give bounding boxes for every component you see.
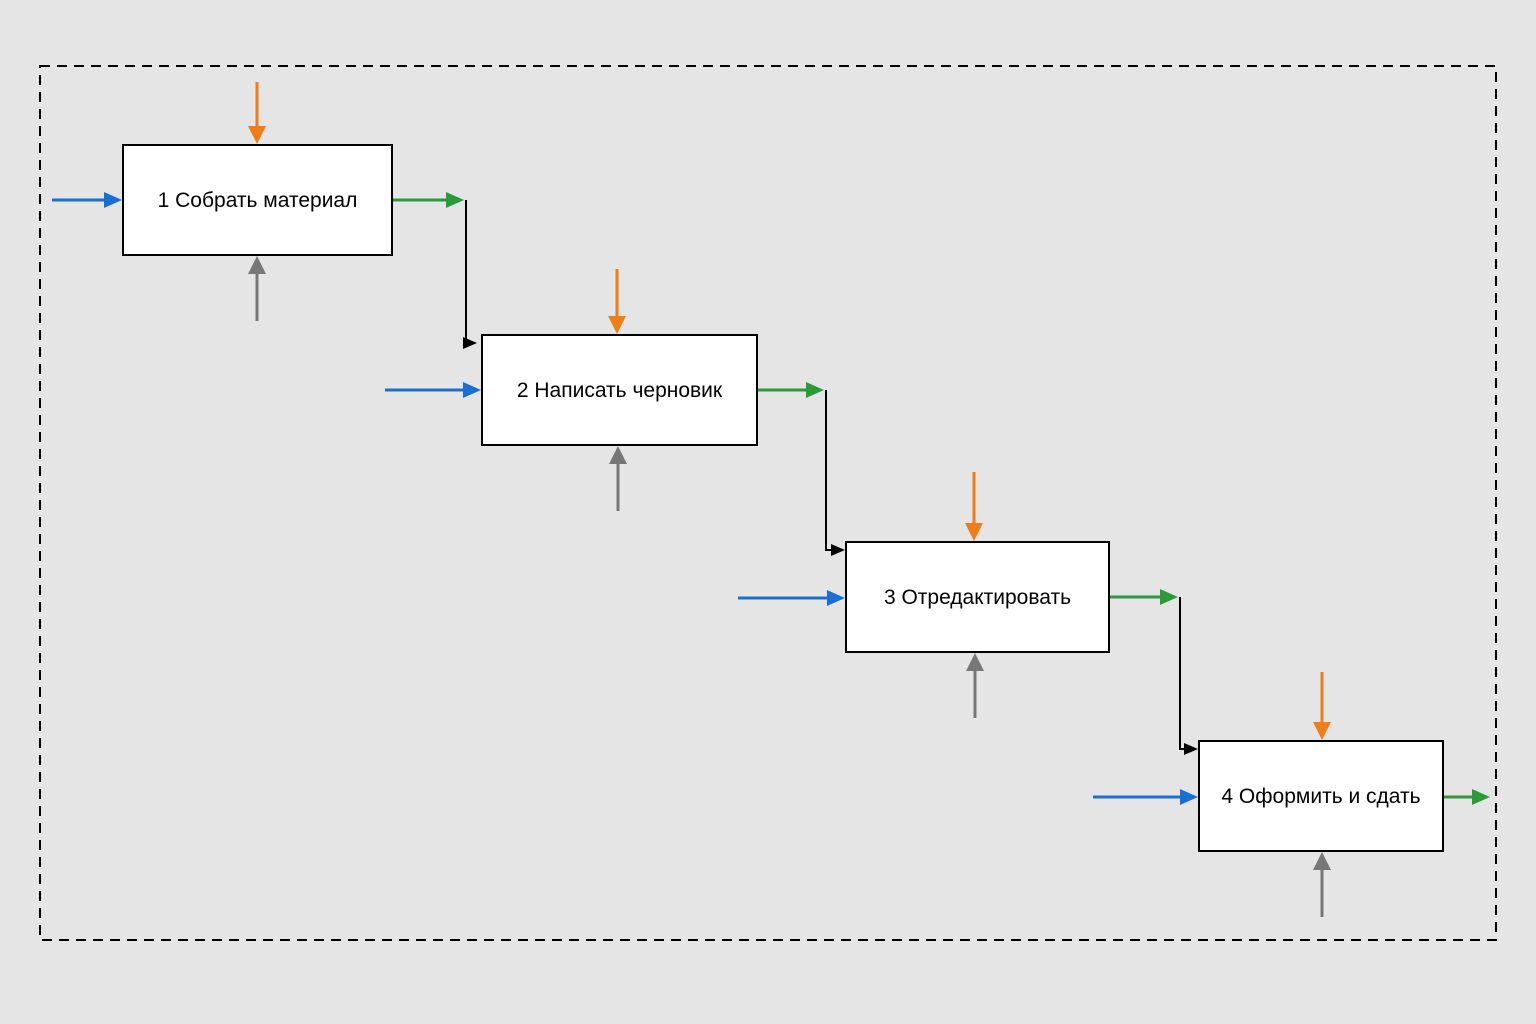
output-arrow-4 bbox=[1444, 789, 1490, 805]
mechanism-arrow-2 bbox=[609, 446, 627, 511]
control-arrow-4 bbox=[1313, 672, 1331, 740]
input-arrow-2 bbox=[385, 382, 481, 398]
activity-label: 1 Собрать материал bbox=[158, 189, 358, 212]
control-arrow-1 bbox=[248, 82, 266, 144]
input-arrow-4 bbox=[1093, 789, 1198, 805]
mechanism-arrow-4 bbox=[1313, 852, 1331, 917]
flow-connector-2 bbox=[825, 390, 845, 556]
activity-block-3: 3 Отредактировать bbox=[845, 541, 1110, 653]
activity-block-4: 4 Оформить и сдать bbox=[1198, 740, 1444, 852]
activity-block-1: 1 Собрать материал bbox=[122, 144, 393, 256]
activity-box bbox=[122, 144, 393, 256]
activity-box bbox=[845, 541, 1110, 653]
activity-label: 4 Оформить и сдать bbox=[1221, 785, 1420, 808]
activity-box bbox=[1198, 740, 1444, 852]
input-arrow-3 bbox=[738, 590, 845, 606]
activity-label: 3 Отредактировать bbox=[884, 586, 1071, 609]
output-arrow-3 bbox=[1110, 589, 1178, 605]
mechanism-arrow-1 bbox=[248, 256, 266, 321]
context-boundary bbox=[39, 65, 1497, 941]
flow-connector-1 bbox=[463, 200, 477, 349]
input-arrow-1 bbox=[52, 192, 122, 208]
activity-block-2: 2 Написать черновик bbox=[481, 334, 758, 446]
mechanism-arrow-3 bbox=[966, 653, 984, 718]
activity-label: 2 Написать черновик bbox=[517, 379, 723, 402]
control-arrow-3 bbox=[965, 472, 983, 541]
activity-box bbox=[481, 334, 758, 446]
flow-connector-3 bbox=[1179, 597, 1198, 755]
output-arrow-2 bbox=[758, 382, 824, 398]
output-arrow-1 bbox=[393, 192, 464, 208]
control-arrow-2 bbox=[608, 269, 626, 334]
